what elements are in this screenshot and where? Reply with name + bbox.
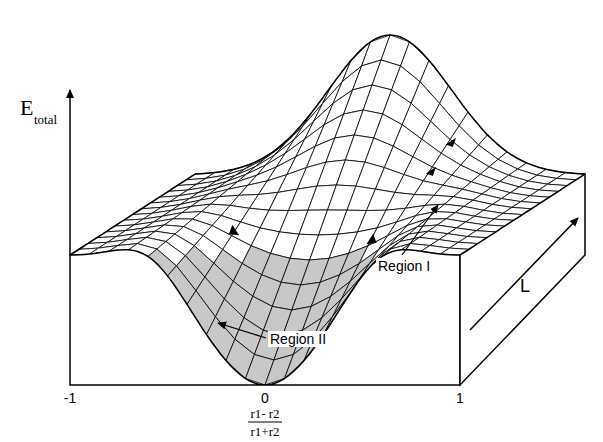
fraction-denominator: r1+r2 [251, 425, 280, 438]
fraction-numerator: r1- r2 [250, 407, 279, 420]
axis-subscript: total [34, 113, 57, 126]
slope-arrowhead [446, 138, 456, 147]
axis-label: L [520, 277, 530, 295]
fraction-bar [248, 422, 282, 423]
tick-label: -1 [64, 391, 76, 405]
region-label: Region I [376, 258, 432, 274]
slope-arrowhead [229, 225, 239, 236]
right-face [460, 174, 585, 385]
surface-arrows [229, 138, 456, 245]
region-one-leader [402, 205, 438, 255]
left-edge [70, 174, 195, 255]
axis-label: E [20, 97, 33, 119]
l-axis-arrow [470, 218, 578, 330]
region-two-leader [218, 323, 266, 338]
back-edge [195, 35, 585, 174]
surface-mesh [70, 35, 585, 385]
region-label: Region II [268, 331, 328, 347]
slope-arrowhead [426, 167, 436, 176]
tick-label: 0 [261, 391, 269, 405]
slope-arrowhead [366, 234, 376, 245]
front-face [70, 250, 460, 385]
box-faces [70, 35, 585, 385]
tick-label: 1 [456, 391, 464, 405]
energy-axis-arrow [69, 90, 71, 255]
